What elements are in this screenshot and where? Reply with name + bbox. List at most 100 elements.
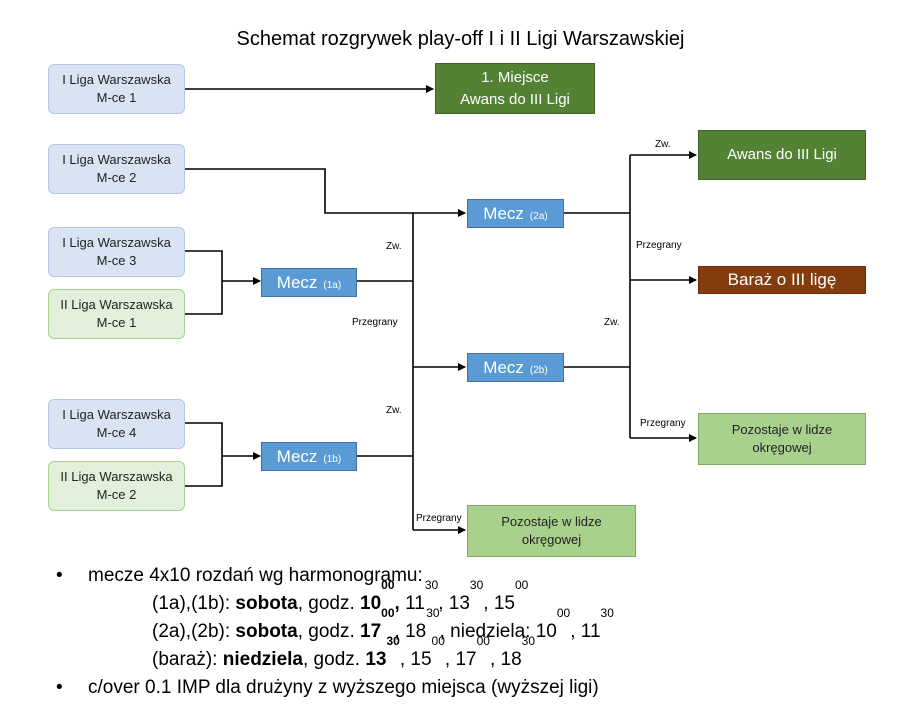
match-label: Mecz xyxy=(483,357,524,377)
separator: , xyxy=(438,593,449,614)
outcome-line2: okręgowej xyxy=(521,532,582,547)
separator: , xyxy=(444,649,456,670)
time-minute: 30 xyxy=(424,578,439,592)
schedule-day: sobota xyxy=(235,593,298,614)
outcome-playoff: Baraż o III ligę xyxy=(698,266,866,294)
schedule-prefix: (2a),(2b): xyxy=(152,621,236,642)
time-hour: 10 xyxy=(360,593,382,614)
time: 1330 xyxy=(449,579,484,614)
outcome-label: Baraż o III ligę xyxy=(727,270,837,289)
time-minute: 00 xyxy=(556,606,571,620)
schedule-day: sobota xyxy=(235,621,298,642)
schedule-godz: , godz. xyxy=(303,649,366,670)
outcome-stays-bottom: Pozostaje w lidze okręgowej xyxy=(467,505,636,557)
notes: • mecze 4x10 rozdań wg harmonogramu: (1a… xyxy=(56,562,906,702)
separator: , xyxy=(489,649,501,670)
schedule-prefix: (baraż): xyxy=(152,649,223,670)
separator: , xyxy=(399,649,411,670)
team-place: M-ce 3 xyxy=(96,253,137,268)
separator: , xyxy=(394,593,406,614)
team-league: I Liga Warszawska xyxy=(62,235,171,250)
time-minute: 00 xyxy=(381,606,395,620)
time: 1130 xyxy=(405,579,438,614)
team-league: I Liga Warszawska xyxy=(62,152,171,167)
time-hour: 15 xyxy=(410,649,432,670)
note-row-1: • mecze 4x10 rozdań wg harmonogramu: xyxy=(56,562,906,590)
time-hour: 13 xyxy=(365,649,387,670)
time: 1830 xyxy=(405,607,440,642)
time-minute: 30 xyxy=(600,606,614,620)
outcome-label: Awans do III Ligi xyxy=(727,146,837,163)
match-1a: Mecz (1a) xyxy=(261,268,357,297)
team-league: I Liga Warszawska xyxy=(62,72,171,87)
separator: , xyxy=(394,621,406,642)
time-minute: 30 xyxy=(521,634,536,648)
time-hour: 11 xyxy=(405,593,425,614)
outcome-line1: Pozostaje w lidze xyxy=(501,514,602,529)
outcome-line1: 1. Miejsce xyxy=(481,68,549,86)
team-place: M-ce 1 xyxy=(96,90,137,105)
time-hour: 11 xyxy=(580,621,601,642)
time-hour: 18 xyxy=(500,649,522,670)
schedule-row: (2a),(2b): sobota, godz. 1700, 1830, nie… xyxy=(56,607,906,646)
arrow-l1-2 xyxy=(185,168,466,217)
time: 1000 xyxy=(360,579,395,614)
time-minute: 30 xyxy=(469,578,484,592)
time: 1700 xyxy=(360,607,395,642)
edge-label-loss-2b: Przegrany xyxy=(640,418,686,429)
schedule-godz: , godz. xyxy=(297,621,361,642)
time-minute: 00 xyxy=(514,578,529,592)
note-text: mecze 4x10 rozdań wg harmonogramu: xyxy=(88,565,423,586)
schedule-line-3: (baraż): niedziela, godz. 1330, 1500, 17… xyxy=(152,635,536,674)
time-hour: 18 xyxy=(405,621,427,642)
schedule-row: (baraż): niedziela, godz. 1330, 1500, 17… xyxy=(56,635,906,674)
time-minute: 30 xyxy=(426,606,440,620)
team-place: M-ce 2 xyxy=(96,487,137,502)
edge-label-win-1a: Zw. xyxy=(386,241,402,252)
match-code: (1b) xyxy=(323,453,342,465)
time-hour: 10 xyxy=(535,621,557,642)
time-hour: 15 xyxy=(493,593,515,614)
time: 1830 xyxy=(500,635,536,670)
time-minute: 00 xyxy=(431,634,445,648)
note-text: c/over 0.1 IMP dla drużyny z wyższego mi… xyxy=(88,677,599,698)
note-row-2: • c/over 0.1 IMP dla drużyny z wyższego … xyxy=(56,674,906,702)
bracket-1b xyxy=(185,422,223,487)
edge-label-loss-1a: Przegrany xyxy=(352,317,398,328)
time-minute: 00 xyxy=(381,578,395,592)
time: 1500 xyxy=(410,635,445,670)
outcome-line1: Pozostaje w lidze xyxy=(731,422,833,437)
schedule-godz: , godz. xyxy=(297,593,361,614)
edge-label-win-2a: Zw. xyxy=(655,139,671,150)
edge-label-win-1b: Zw. xyxy=(386,405,402,416)
schedule-prefix: (1a),(1b): xyxy=(152,593,236,614)
schedule-line-2: (2a),(2b): sobota, godz. 1700, 1830, nie… xyxy=(152,607,614,646)
time-minute: 30 xyxy=(386,634,400,648)
separator: , xyxy=(483,593,494,614)
separator: , xyxy=(570,621,581,642)
time-hour: 17 xyxy=(455,649,477,670)
match-label: Mecz xyxy=(276,272,318,292)
schedule-line-1: (1a),(1b): sobota, godz. 1000, 1130, 133… xyxy=(152,579,528,618)
edge-label-loss-1b: Przegrany xyxy=(416,513,462,524)
match-1b: Mecz (1b) xyxy=(261,442,357,471)
match-2b: Mecz(2b) xyxy=(467,353,564,382)
bullet-icon: • xyxy=(56,565,63,586)
team-place: M-ce 1 xyxy=(96,315,137,330)
edge-label-loss-2a: Przegrany xyxy=(636,240,682,251)
team-place: M-ce 2 xyxy=(96,170,137,185)
match-code: (1a) xyxy=(323,279,342,291)
match-label: Mecz xyxy=(276,446,318,466)
match-label: Mecz xyxy=(483,203,524,223)
team-place: M-ce 4 xyxy=(96,425,137,440)
time: 1330 xyxy=(365,635,400,670)
match-code: (2a) xyxy=(529,210,548,222)
schedule-day: niedziela xyxy=(222,649,303,670)
schedule-extra: , niedziela: xyxy=(439,621,536,642)
time-hour: 17 xyxy=(360,621,382,642)
